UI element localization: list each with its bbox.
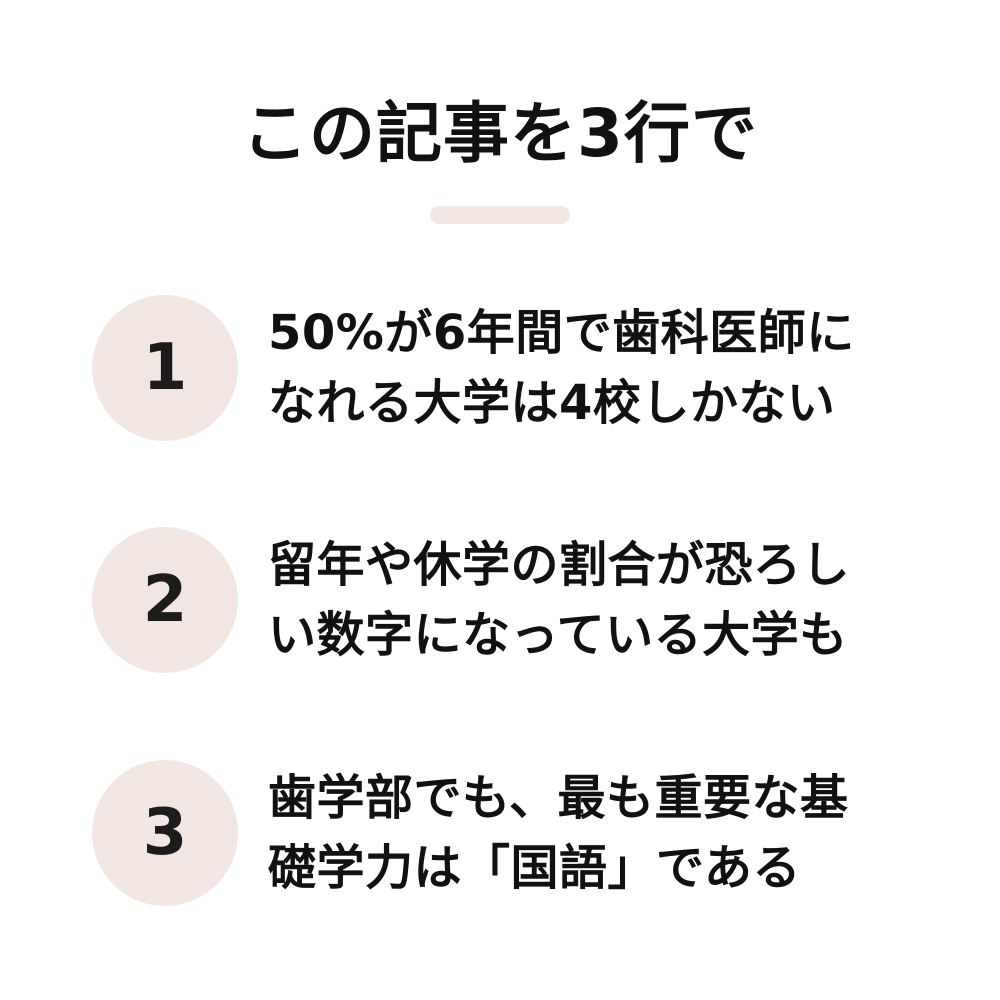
item-text-line: 50%が6年間で歯科医師に — [268, 305, 855, 361]
page-title: この記事を3行で — [242, 95, 758, 172]
item-number-badge: 2 — [92, 527, 238, 673]
item-text: 歯学部でも、最も重要な基 礎学力は「国語」である — [268, 763, 928, 903]
item-number-badge: 1 — [92, 295, 238, 441]
item-text-line: なれる大学は4校しかない — [268, 375, 836, 431]
item-text: 留年や休学の割合が恐ろし い数字になっている大学も — [268, 530, 928, 670]
item-text-line: 歯学部でも、最も重要な基 — [268, 770, 849, 826]
summary-item-3: 3 歯学部でも、最も重要な基 礎学力は「国語」である — [92, 760, 972, 910]
item-text-line: い数字になっている大学も — [268, 607, 848, 663]
item-text: 50%が6年間で歯科医師に なれる大学は4校しかない — [268, 298, 928, 438]
summary-item-2: 2 留年や休学の割合が恐ろし い数字になっている大学も — [92, 527, 972, 677]
item-text-line: 留年や休学の割合が恐ろし — [268, 537, 851, 593]
summary-item-1: 1 50%が6年間で歯科医師に なれる大学は4校しかない — [92, 295, 972, 445]
item-number-badge: 3 — [92, 760, 238, 906]
item-text-line: 礎学力は「国語」である — [268, 840, 802, 896]
title-divider — [430, 206, 570, 224]
